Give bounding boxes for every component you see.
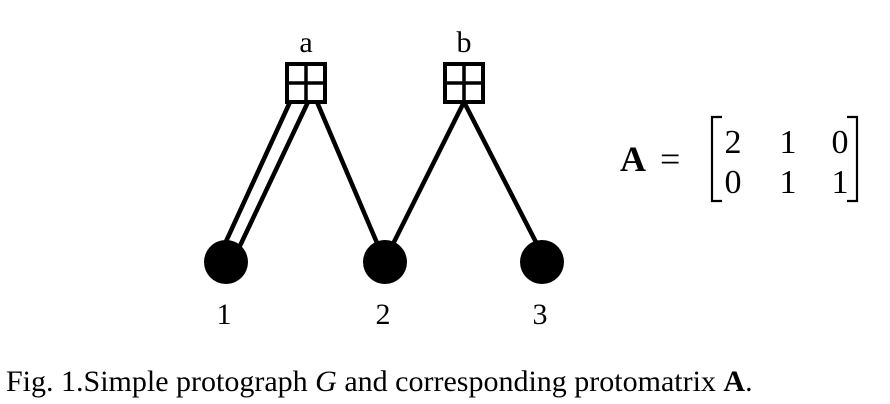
- caption-g-symbol: G: [315, 365, 337, 398]
- edge-a-1-first: [220, 99, 293, 251]
- variable-node-3: [520, 240, 564, 284]
- caption-a-symbol: A: [723, 365, 745, 398]
- edge-a-2: [314, 99, 383, 253]
- matrix-equals: =: [660, 139, 680, 179]
- variable-node-2: [363, 240, 407, 284]
- variable-node-label-1: 1: [217, 298, 232, 331]
- matrix-symbol: A: [620, 139, 646, 179]
- caption-end: .: [745, 365, 753, 398]
- matrix-cell-r2-c1: 0: [725, 164, 742, 201]
- matrix-cell-r2-c3: 1: [832, 164, 849, 201]
- protomatrix: A = 2 1 0 0 1 1: [620, 115, 859, 203]
- matrix-cell-r2-c2: 1: [780, 164, 797, 201]
- variable-node-label-3: 3: [533, 298, 548, 331]
- matrix-left-bracket: [710, 115, 722, 203]
- matrix-right-bracket: [847, 115, 859, 203]
- matrix-cell-r1-c2: 1: [780, 124, 797, 161]
- check-node-label-a: a: [299, 26, 312, 59]
- matrix-cell-r1-c1: 2: [725, 124, 742, 161]
- variable-node-label-2: 2: [376, 298, 391, 331]
- matrix-cell-r1-c3: 0: [832, 124, 849, 161]
- caption-text-after-g: and corresponding protomatrix: [337, 365, 724, 398]
- caption-prefix: Fig. 1.: [6, 365, 84, 398]
- edge-b-2: [387, 99, 467, 253]
- edges: [220, 99, 543, 253]
- edge-a-1-second: [235, 99, 311, 253]
- edge-b-3: [461, 99, 543, 253]
- check-node-b: [443, 62, 485, 104]
- variable-node-1: [204, 240, 248, 284]
- check-node-a: [285, 62, 327, 104]
- caption-text-before-g: Simple protograph: [84, 365, 316, 398]
- figure-caption: Fig. 1.Simple protograph G and correspon…: [6, 365, 753, 398]
- check-node-label-b: b: [457, 26, 472, 59]
